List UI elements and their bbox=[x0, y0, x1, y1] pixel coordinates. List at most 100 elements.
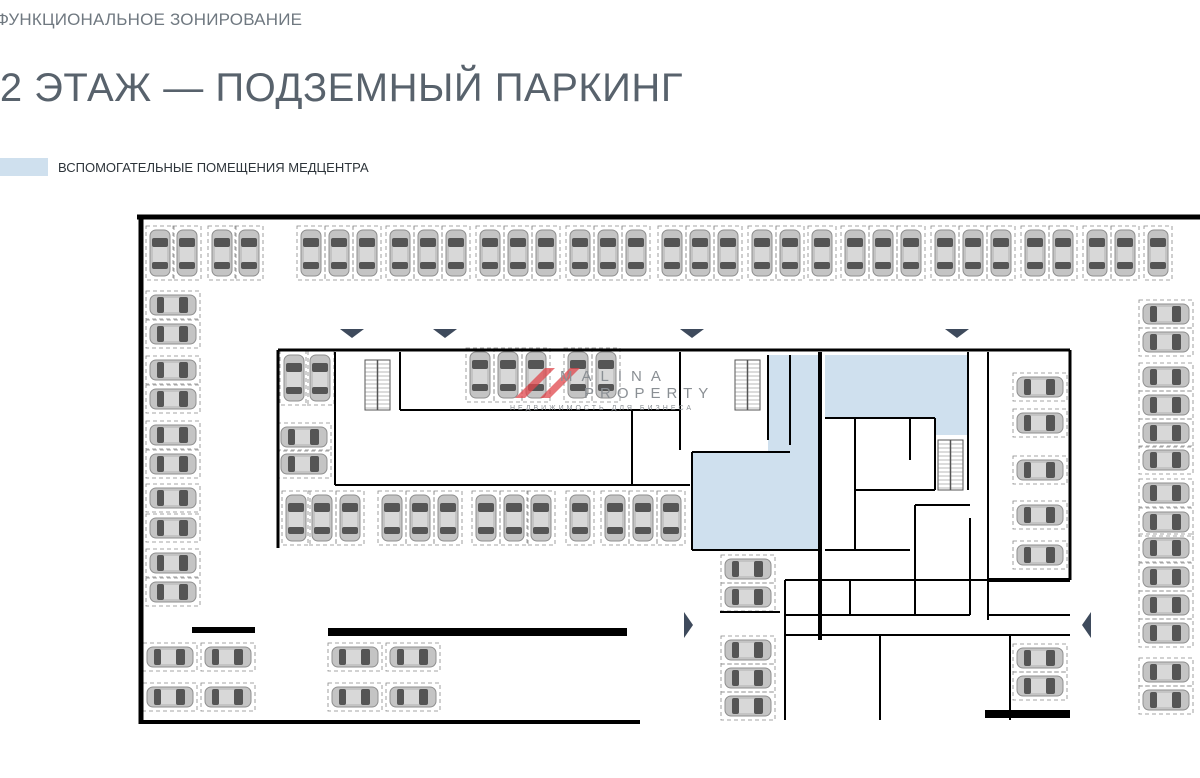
car-icon bbox=[300, 229, 322, 277]
parking-spot bbox=[1138, 362, 1194, 392]
parking-spot bbox=[307, 490, 337, 546]
watermark: MALINA PROPERTY НЕДВИЖИМОСТЬ ДЛЯ БИЗНЕСА bbox=[510, 368, 708, 412]
car-icon bbox=[149, 581, 197, 603]
car-icon bbox=[149, 552, 197, 574]
car-icon bbox=[1142, 394, 1190, 416]
parking-spot bbox=[593, 225, 623, 281]
car-icon bbox=[389, 229, 411, 277]
car-icon bbox=[1142, 622, 1190, 644]
car-icon bbox=[724, 639, 772, 661]
car-icon bbox=[535, 229, 557, 277]
parking-spot bbox=[685, 225, 715, 281]
parking-spot bbox=[1012, 455, 1068, 485]
parking-spot bbox=[868, 225, 898, 281]
car-icon bbox=[149, 359, 197, 381]
parking-spot bbox=[1138, 507, 1194, 537]
car-icon bbox=[503, 494, 525, 542]
car-icon bbox=[445, 229, 467, 277]
car-icon bbox=[595, 351, 617, 399]
car-icon bbox=[1142, 422, 1190, 444]
parking-spot bbox=[145, 513, 201, 543]
watermark-tagline: НЕДВИЖИМОСТЬ ДЛЯ БИЗНЕСА bbox=[510, 405, 694, 412]
car-icon bbox=[1086, 229, 1108, 277]
direction-arrow-icon bbox=[433, 329, 457, 338]
car-icon bbox=[331, 646, 379, 668]
car-icon bbox=[149, 323, 197, 345]
parking-spot bbox=[475, 225, 505, 281]
car-icon bbox=[1016, 647, 1064, 669]
parking-spot bbox=[1138, 685, 1194, 715]
car-icon bbox=[1142, 537, 1190, 559]
parking-spot bbox=[526, 490, 556, 546]
car-icon bbox=[149, 294, 197, 316]
car-icon bbox=[475, 494, 497, 542]
parking-spot bbox=[145, 483, 201, 513]
car-icon bbox=[146, 686, 194, 708]
car-icon bbox=[1016, 504, 1064, 526]
car-icon bbox=[331, 686, 379, 708]
parking-spot bbox=[1020, 225, 1050, 281]
parking-spot bbox=[1138, 299, 1194, 329]
watermark-line1: MALINA bbox=[560, 368, 670, 385]
car-icon bbox=[811, 229, 833, 277]
car-icon bbox=[479, 229, 501, 277]
legend-label: ВСПОМОГАТЕЛЬНЫЕ ПОМЕЩЕНИЯ МЕДЦЕНТРА bbox=[58, 159, 369, 175]
car-icon bbox=[844, 229, 866, 277]
car-icon bbox=[204, 686, 252, 708]
car-icon bbox=[1142, 594, 1190, 616]
car-icon bbox=[204, 646, 252, 668]
car-icon bbox=[689, 229, 711, 277]
car-icon bbox=[176, 229, 198, 277]
car-icon bbox=[1016, 544, 1064, 566]
parking-spot bbox=[565, 490, 595, 546]
parking-spot bbox=[591, 347, 621, 403]
direction-arrows bbox=[340, 329, 1091, 638]
car-icon bbox=[283, 354, 305, 402]
car-icon bbox=[962, 229, 984, 277]
parking-spot bbox=[377, 490, 407, 546]
parking-spot bbox=[807, 225, 837, 281]
car-icon bbox=[530, 494, 552, 542]
parking-spot bbox=[145, 449, 201, 479]
parking-spot bbox=[145, 577, 201, 607]
parking-spot bbox=[747, 225, 777, 281]
direction-arrow-icon bbox=[945, 329, 969, 338]
parking-spot bbox=[145, 384, 201, 414]
car-icon bbox=[339, 494, 361, 542]
car-icon bbox=[149, 424, 197, 446]
parking-spot bbox=[958, 225, 988, 281]
parking-spot bbox=[385, 642, 441, 672]
parking-spot bbox=[1082, 225, 1112, 281]
car-icon bbox=[311, 494, 333, 542]
parking-spot bbox=[1138, 478, 1194, 508]
car-icon bbox=[724, 667, 772, 689]
direction-arrow-icon bbox=[680, 329, 704, 338]
car-icon bbox=[604, 494, 626, 542]
car-icon bbox=[1016, 376, 1064, 398]
parking-spot bbox=[385, 225, 415, 281]
car-icon bbox=[1016, 675, 1064, 697]
car-icon bbox=[717, 229, 739, 277]
car-icon bbox=[751, 229, 773, 277]
car-icon bbox=[1142, 511, 1190, 533]
parking-spot bbox=[413, 225, 443, 281]
watermark-logo bbox=[515, 368, 580, 398]
car-icon bbox=[280, 426, 328, 448]
parking-spot bbox=[1138, 418, 1194, 448]
parking-spot bbox=[145, 290, 201, 320]
car-icon bbox=[507, 229, 529, 277]
car-icon bbox=[660, 494, 682, 542]
car-icon bbox=[990, 229, 1012, 277]
parking-spot bbox=[720, 635, 776, 665]
car-icon bbox=[381, 494, 403, 542]
parking-spot bbox=[1012, 671, 1068, 701]
car-icon bbox=[469, 351, 491, 399]
parking-spot bbox=[405, 490, 435, 546]
car-icon bbox=[285, 494, 307, 542]
car-icon bbox=[724, 586, 772, 608]
parking-spot bbox=[503, 225, 533, 281]
car-icon bbox=[569, 229, 591, 277]
car-icon bbox=[149, 487, 197, 509]
direction-arrow-icon bbox=[340, 329, 364, 338]
